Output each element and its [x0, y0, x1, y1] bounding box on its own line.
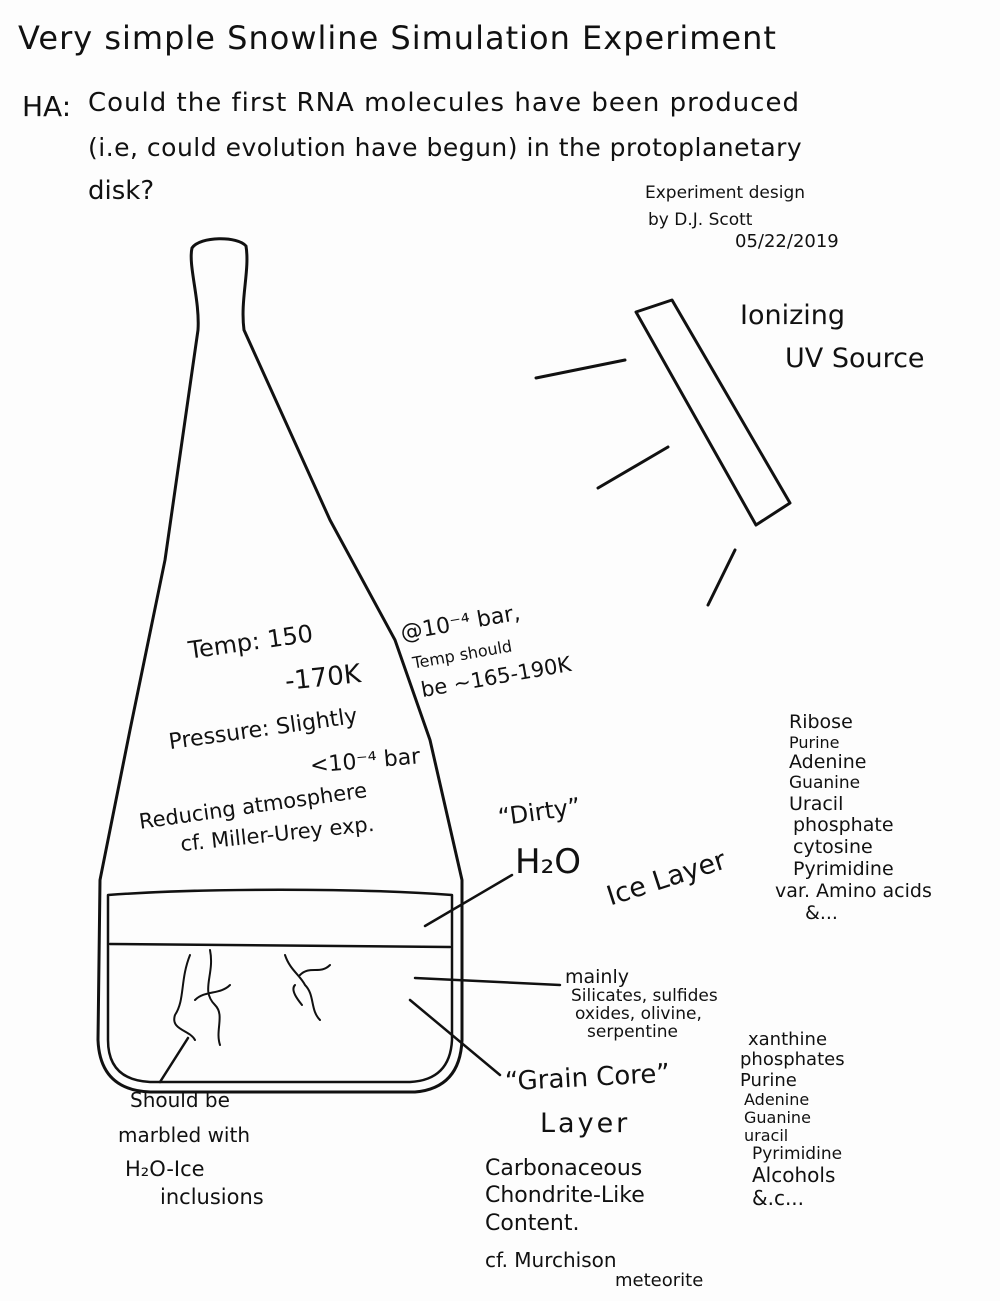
grain-core-ref-1: cf. Murchison	[485, 1248, 617, 1272]
grain-core-ref-2: meteorite	[615, 1270, 704, 1291]
minerals-line: oxides, olivine,	[575, 1003, 702, 1024]
uv-ray	[534, 358, 627, 380]
minerals-line: serpentine	[587, 1021, 678, 1042]
credit-line-2: by D.J. Scott	[648, 210, 753, 230]
ice-content-item: Pyrimidine	[793, 858, 894, 881]
grain-content-item: Guanine	[744, 1108, 811, 1128]
grain-content-item: xanthine	[748, 1029, 828, 1050]
hypothesis-line-2: (i.e, could evolution have begun) in the…	[88, 133, 803, 162]
marbled-leader-line	[158, 1036, 190, 1084]
marbled-note-4: inclusions	[160, 1185, 264, 1209]
uv-ray	[596, 445, 670, 490]
credit-line-1: Experiment design	[645, 183, 806, 203]
ice-content-item: Adenine	[789, 751, 867, 774]
grain-core-content-3: Content.	[485, 1211, 580, 1236]
grain-content-item: Alcohols	[752, 1163, 836, 1188]
uv-source-label-2: UV Source	[785, 343, 925, 374]
grain-content-item: Purine	[740, 1069, 797, 1091]
h2o-label: H₂O	[515, 842, 581, 882]
ice-content-item: Guanine	[789, 773, 861, 794]
ice-content-item: var. Amino acids	[775, 880, 932, 902]
grain-content-item: &.c...	[752, 1186, 805, 1211]
ice-content-item: Ribose	[789, 711, 853, 733]
ice-content-item: Uracil	[789, 792, 844, 815]
ice-content-item: Purine	[789, 732, 840, 752]
grain-content-item: Pyrimidine	[752, 1144, 843, 1165]
marbled-note-3: H₂O-Ice	[125, 1157, 205, 1181]
grain-content-item: phosphates	[740, 1049, 845, 1071]
ice-inclusion	[284, 954, 331, 1021]
grain-core-layer-label: Layer	[540, 1108, 631, 1139]
h2o-leader-line	[423, 873, 514, 928]
grain-core-leader-line	[408, 998, 502, 1077]
grain-content-item: uracil	[744, 1126, 789, 1146]
minerals-note: mainly Silicates, sulfides oxides, olivi…	[565, 966, 718, 1042]
ice-content-item: phosphate	[793, 814, 894, 837]
hypothesis-line-1: Could the first RNA molecules have been …	[88, 88, 800, 118]
grain-core-content-1: Carbonaceous	[485, 1156, 643, 1181]
marbled-note-2: marbled with	[118, 1123, 251, 1147]
uv-ray	[706, 548, 737, 607]
hypothesis-line-3: disk?	[88, 176, 155, 206]
hypothesis-label: HA:	[22, 90, 72, 123]
mainly-leader-line	[413, 976, 562, 987]
minerals-line: Silicates, sulfides	[571, 985, 718, 1006]
grain-core-content-2: Chondrite-Like	[485, 1183, 645, 1208]
uv-source-lamp	[634, 298, 792, 527]
marbled-note-1: Should be	[130, 1088, 230, 1112]
uv-source-label-1: Ionizing	[740, 300, 846, 331]
page-title: Very simple Snowline Simulation Experime…	[18, 19, 777, 57]
ice-layer-divider	[108, 942, 452, 949]
ice-content-item: &...	[805, 901, 838, 924]
flask-outline	[96, 237, 464, 1094]
ice-contents-list: Ribose Purine Adenine Guanine Uracil pho…	[775, 711, 932, 925]
grain-contents-list: xanthine phosphates Purine Adenine Guani…	[740, 1029, 845, 1211]
ice-content-item: cytosine	[793, 836, 873, 859]
ice-inclusion	[173, 949, 231, 1046]
minerals-line: mainly	[565, 966, 629, 988]
flask-inner-layer	[106, 888, 454, 1084]
grain-content-item: Adenine	[744, 1089, 810, 1109]
credit-date: 05/22/2019	[735, 231, 839, 252]
